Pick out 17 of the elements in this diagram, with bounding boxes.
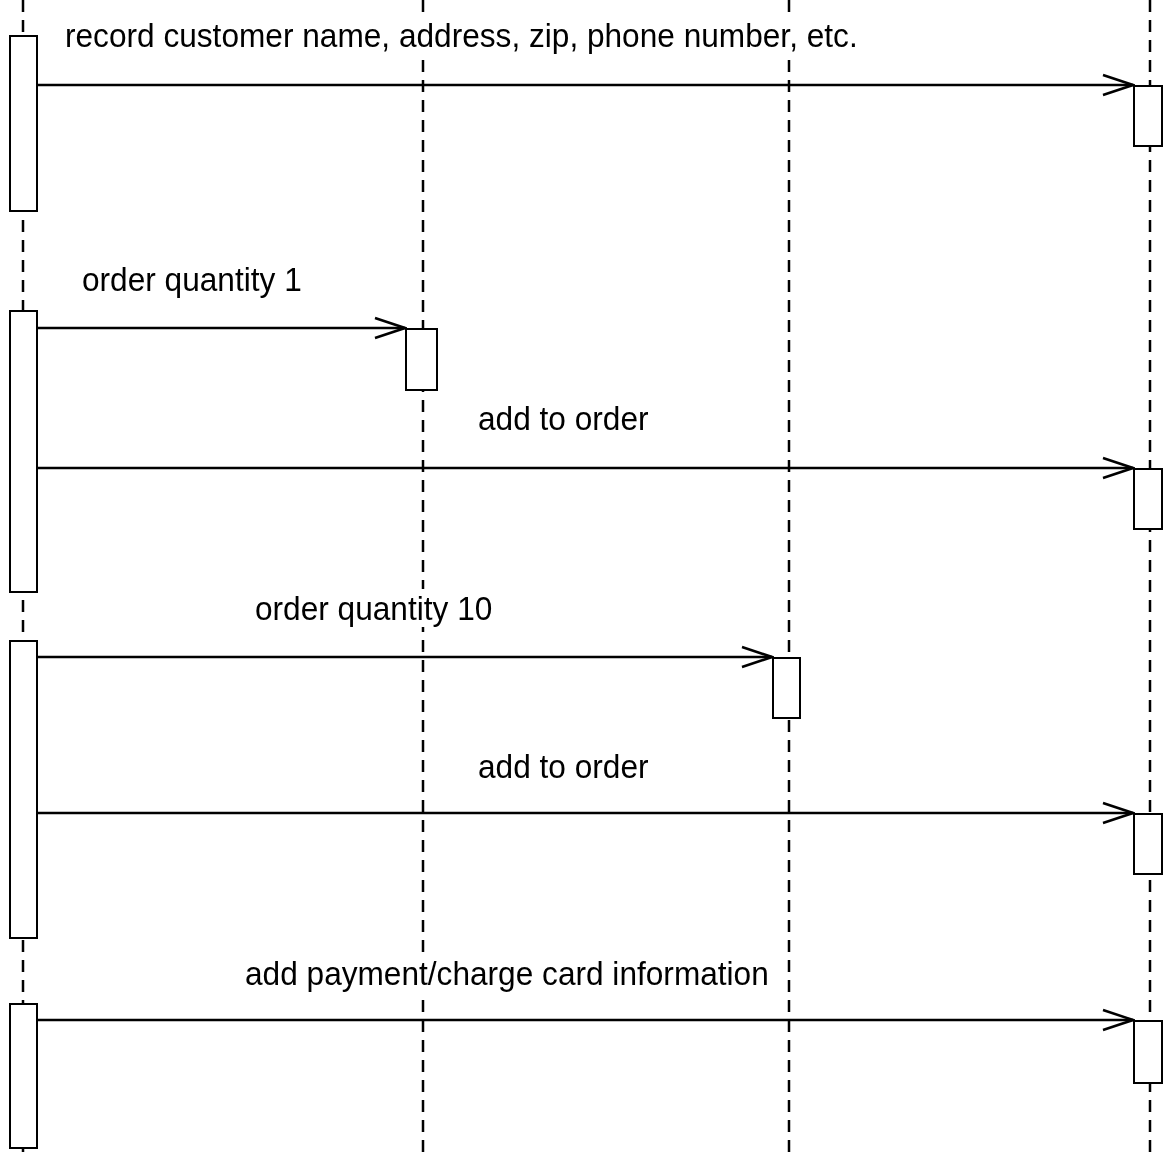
activation-bar	[1133, 468, 1163, 530]
arrow	[38, 456, 1135, 480]
arrow	[38, 645, 774, 669]
arrow	[38, 801, 1135, 825]
activation-bar	[1133, 813, 1163, 875]
arrow	[38, 316, 407, 340]
arrow	[38, 1008, 1135, 1032]
message-label: order quantity 10	[255, 589, 493, 627]
activation-bar	[405, 328, 438, 391]
activation-bar	[1133, 1020, 1163, 1084]
activation-bar	[9, 640, 38, 939]
activation-bar	[772, 657, 801, 719]
activation-bar	[9, 35, 38, 212]
activation-bar	[9, 310, 38, 593]
arrow	[38, 73, 1135, 97]
activation-bar	[9, 1003, 38, 1149]
activation-bar	[1133, 85, 1163, 147]
